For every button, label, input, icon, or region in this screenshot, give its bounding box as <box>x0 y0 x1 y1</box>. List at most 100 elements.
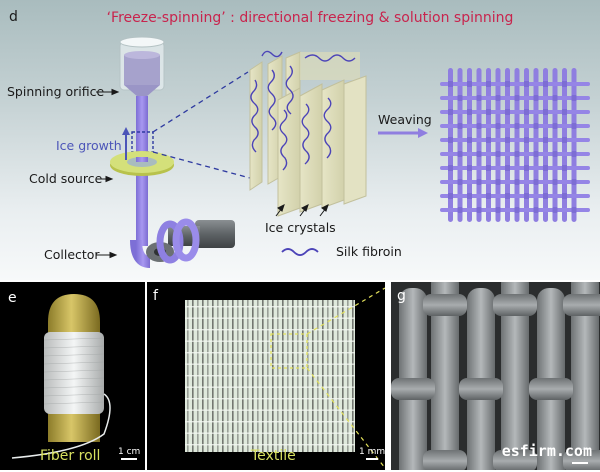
weave-crossing <box>571 95 577 101</box>
warp-fiber <box>495 68 501 222</box>
textile-weft <box>185 398 355 400</box>
weave-crossing <box>514 207 520 213</box>
weave-crossing <box>467 165 472 171</box>
fiber-roll-image <box>11 294 111 459</box>
weave-crossing <box>533 123 539 129</box>
scale-bar-line <box>572 462 588 464</box>
weft-fiber <box>440 138 590 142</box>
scale-bar-1mm: 1 mm <box>359 447 385 460</box>
sem-weft-fiber <box>391 378 435 400</box>
weave-crossing <box>524 193 529 199</box>
weave-crossing <box>457 151 463 157</box>
textile-weft <box>185 352 355 354</box>
weave-crossing <box>467 137 472 143</box>
weave-crossing <box>571 123 577 129</box>
sem-weft-fiber <box>563 294 600 316</box>
weave-crossing <box>486 109 491 115</box>
sem-weft-fiber <box>493 294 537 316</box>
weave-crossing <box>571 151 577 157</box>
weave-crossing <box>448 137 453 143</box>
weave-crossing <box>524 81 529 87</box>
warp-fiber <box>457 68 463 222</box>
weave-crossing <box>476 123 482 129</box>
warp-fiber <box>476 68 482 222</box>
textile-weft <box>185 317 355 319</box>
panel-d-schematic: d ‘Freeze-spinning’ : directional freezi… <box>0 0 600 280</box>
weave-crossing <box>552 123 558 129</box>
weave-crossing <box>486 193 491 199</box>
weave-crossing <box>505 109 510 115</box>
weave-crossing <box>533 95 539 101</box>
label-arrows <box>96 88 120 259</box>
weave-crossing <box>552 95 558 101</box>
silk-fibroin-legend-icon <box>281 248 319 256</box>
weave-crossing <box>476 179 482 185</box>
weave-crossing <box>524 137 529 143</box>
ice-crystal-arrows <box>275 204 329 217</box>
weave-crossing <box>514 123 520 129</box>
weave-crossing <box>543 137 548 143</box>
weave-crossing <box>524 109 529 115</box>
panel-title: ‘Freeze-spinning’ : directional freezing… <box>106 10 514 26</box>
sem-weft-fiber <box>493 450 537 470</box>
caption-textile: Textile <box>251 448 296 464</box>
scale-bar-label: 1 mm <box>359 447 385 457</box>
caption-fiber-roll: Fiber roll <box>40 448 101 464</box>
weave-crossing <box>562 109 567 115</box>
textile-weft <box>185 340 355 342</box>
weave-crossing <box>543 81 548 87</box>
panel-letter-d: d <box>9 9 18 25</box>
weave-crossing <box>448 81 453 87</box>
warp-fiber <box>552 68 558 222</box>
weave-crossing <box>571 179 577 185</box>
weave-crossing <box>562 193 567 199</box>
sem-weave-image <box>391 282 600 470</box>
weave-crossing <box>562 137 567 143</box>
panel-letter-e: e <box>8 290 17 306</box>
panel-letter-g: g <box>397 288 406 304</box>
weave-crossing <box>495 179 501 185</box>
sem-fibers <box>391 282 600 470</box>
weave-crossing <box>486 165 491 171</box>
weave-crossing <box>533 179 539 185</box>
scale-bar-label: 1 cm <box>118 447 141 457</box>
weave-crossing <box>495 151 501 157</box>
panel-letter-f: f <box>153 288 158 304</box>
syringe-reservoir <box>119 36 165 97</box>
weave-crossing <box>562 81 567 87</box>
ice-growth-arrow-icon <box>122 127 130 160</box>
sem-weft-fiber <box>423 450 467 470</box>
weave-crossing <box>505 137 510 143</box>
textile-weft <box>185 386 355 388</box>
weave-crossing <box>476 207 482 213</box>
weft-fiber <box>440 82 590 86</box>
ice-crystal-sheets <box>249 51 367 217</box>
weave-crossing <box>467 81 472 87</box>
label-weaving: Weaving <box>378 112 432 127</box>
weave-crossing <box>514 95 520 101</box>
textile-weave-pattern <box>185 300 355 452</box>
watermark: esfirm.com <box>501 442 592 460</box>
textile-weft <box>185 444 355 446</box>
sem-weft-fiber <box>423 294 467 316</box>
panel-g-sem-image: g esfirm.com <box>391 282 600 470</box>
weave-crossing <box>543 165 548 171</box>
scale-bar-line <box>366 458 379 460</box>
weave-crossing <box>505 165 510 171</box>
weave-crossing <box>486 137 491 143</box>
silk-fibroin-chains <box>250 50 356 171</box>
weave-crossing <box>495 207 501 213</box>
textile-weft <box>185 363 355 365</box>
weave-crossing <box>571 207 577 213</box>
weave-crossing <box>562 165 567 171</box>
weave-crossing <box>552 151 558 157</box>
weave-crossing <box>457 123 463 129</box>
label-ice-crystals: Ice crystals <box>265 220 336 235</box>
weave-crossing <box>486 81 491 87</box>
sem-warp-fiber <box>571 282 599 470</box>
weave-crossing <box>495 95 501 101</box>
weaving-arrow-icon <box>378 128 428 138</box>
weave-crossing <box>514 151 520 157</box>
textile-weft <box>185 432 355 434</box>
